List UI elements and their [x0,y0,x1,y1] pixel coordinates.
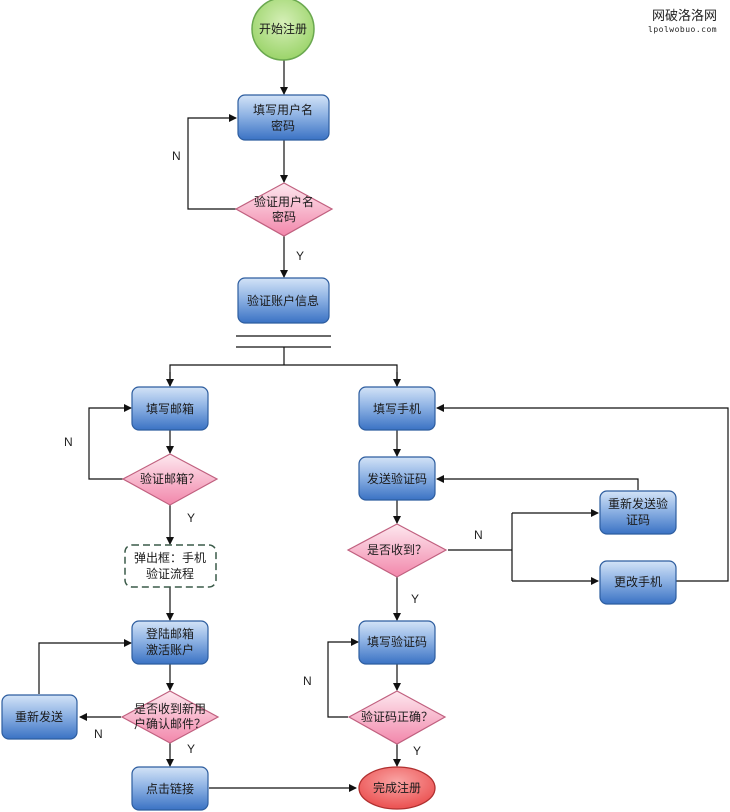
label-code-yes: Y [413,744,421,758]
node-received-email-line1: 是否收到新用 [134,701,206,716]
label-username-no: N [172,149,181,163]
node-verify-account[interactable]: 验证账户信息 [237,277,330,324]
label-username-yes: Y [296,249,304,263]
node-fill-phone-label: 填写手机 [373,402,421,416]
node-resend-code[interactable]: 重新发送验 证码 [599,490,677,535]
node-verify-username-line2: 密码 [272,209,296,224]
edge-code-no-loop [327,638,359,718]
node-login-email[interactable]: 登陆邮箱 激活账户 [131,620,209,665]
node-verify-username[interactable]: 验证用户名 密码 [234,182,334,237]
edge-resend-to-login [38,639,132,694]
node-popup-phone[interactable]: 弹出框：手机 验证流程 [124,544,217,588]
watermark-url: lpolwobuo.com [648,25,717,34]
edge-change-phone-to-fill [436,404,729,582]
label-code-no: N [303,674,312,688]
label-received-yes: Y [411,592,419,606]
label-email-no: N [64,435,73,449]
node-resend-label: 重新发送 [15,709,63,724]
node-fill-code[interactable]: 填写验证码 [358,620,436,665]
node-popup-phone-line2: 验证流程 [146,566,194,581]
node-fill-phone[interactable]: 填写手机 [358,386,436,431]
edge-resend-code-to-send [436,475,639,490]
node-fill-username[interactable]: 填写用户名 密码 [237,94,330,141]
node-change-phone-label: 更改手机 [614,575,662,589]
label-confirm-yes: Y [187,742,195,756]
node-start-label: 开始注册 [259,21,307,36]
connectors [38,60,729,792]
node-resend-code-line1: 重新发送验 [608,496,668,511]
node-send-code-label: 发送验证码 [367,471,427,486]
node-resend[interactable]: 重新发送 [1,694,78,740]
label-confirm-no: N [94,727,103,741]
node-start[interactable]: 开始注册 [251,0,315,61]
label-received-no: N [474,528,483,542]
node-click-link-label: 点击链接 [146,781,194,796]
watermark-title: 网破洛洛网 [652,9,717,24]
node-login-email-line2: 激活账户 [146,642,194,657]
node-login-email-line1: 登陆邮箱 [146,626,194,641]
node-received-code[interactable]: 是否收到？ [346,523,448,578]
node-verify-username-line1: 验证用户名 [254,194,314,209]
node-received-code-label: 是否收到？ [367,543,427,557]
node-received-email[interactable]: 是否收到新用 户确认邮件？ [120,690,220,744]
node-verify-email-label: 验证邮箱？ [140,471,200,486]
node-received-email-line2: 户确认邮件？ [134,716,206,731]
node-fill-username-line2: 密码 [271,118,295,133]
label-email-yes: Y [187,511,195,525]
edge-username-no-loop [187,114,237,210]
node-finish-label: 完成注册 [373,780,421,795]
node-code-correct-label: 验证码正确？ [361,709,433,724]
node-send-code[interactable]: 发送验证码 [358,456,436,501]
node-click-link[interactable]: 点击链接 [131,766,209,811]
node-verify-email[interactable]: 验证邮箱？ [121,453,219,506]
fork-branch [169,364,398,386]
node-fill-email[interactable]: 填写邮箱 [131,386,209,431]
node-verify-account-label: 验证账户信息 [247,293,319,308]
edge-email-no-loop [88,404,132,480]
node-finish[interactable]: 完成注册 [358,766,436,810]
node-code-correct[interactable]: 验证码正确？ [347,690,447,745]
node-fill-email-label: 填写邮箱 [146,401,194,416]
node-resend-code-line2: 证码 [626,513,650,527]
node-fill-code-label: 填写验证码 [367,634,427,649]
node-change-phone[interactable]: 更改手机 [599,560,677,605]
node-popup-phone-line1: 弹出框：手机 [134,551,206,565]
node-fill-username-line1: 填写用户名 [253,102,313,117]
